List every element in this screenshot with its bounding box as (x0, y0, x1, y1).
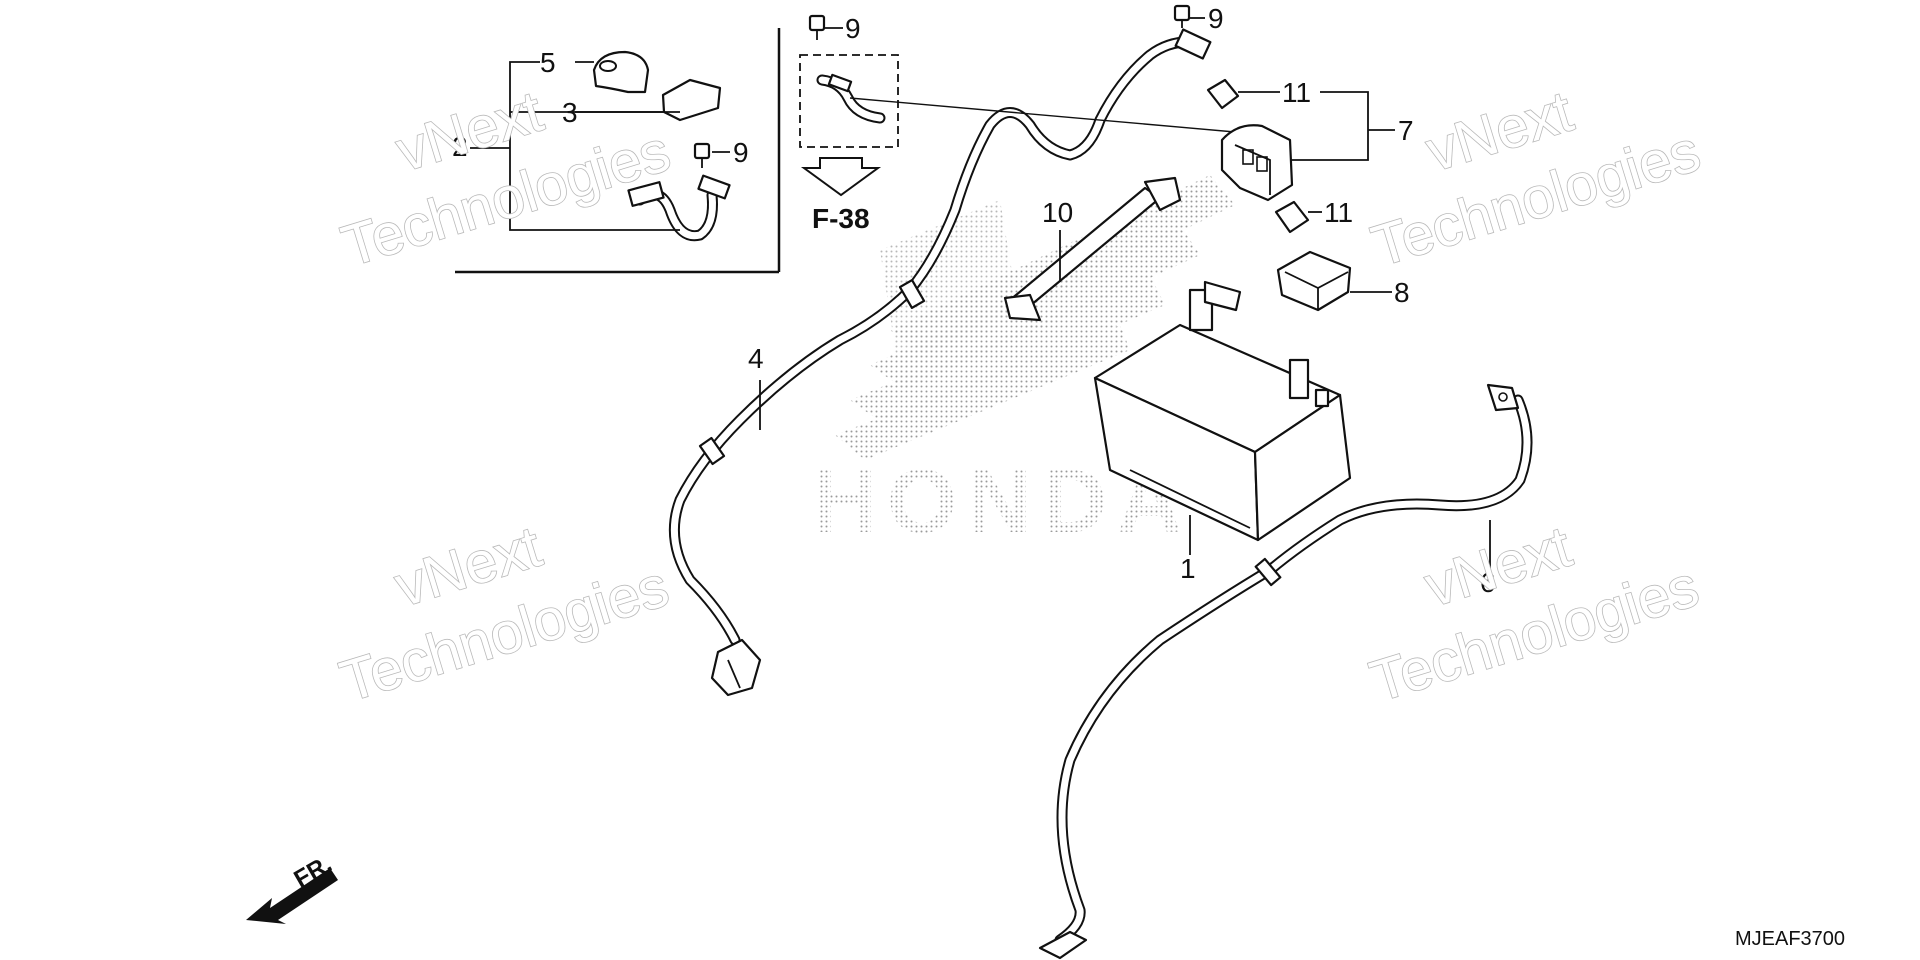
fuse-11-b-icon (1274, 200, 1310, 234)
front-label: FR. (290, 850, 337, 893)
battery-band-10 (1003, 176, 1182, 322)
relay-box-7 (1220, 124, 1294, 202)
callout-8: 8 (1394, 277, 1410, 308)
battery-1 (1093, 280, 1352, 542)
bolt-9-a-icon (808, 14, 826, 40)
callout-6: 6 (1480, 567, 1496, 598)
callout-7: 7 (1398, 115, 1414, 146)
bolt-9-b-icon (1173, 4, 1191, 28)
fuse-holder-8 (1276, 250, 1352, 312)
terminal-cap-3 (661, 78, 722, 122)
fuse-11-a-icon (1206, 78, 1240, 110)
callout-leaders (470, 17, 1491, 575)
callout-10: 10 (1042, 197, 1073, 228)
bolt-9-c-icon (693, 142, 711, 168)
callout-11-a: 11 (1282, 77, 1311, 108)
callout-2: 2 (452, 131, 468, 162)
callout-4: 4 (748, 343, 764, 374)
negative-cable-6 (1038, 383, 1533, 960)
callout-numbers: 1 2 3 4 5 6 7 8 9 9 9 10 11 11 (452, 3, 1496, 598)
callout-3: 3 (562, 97, 578, 128)
callout-1: 1 (1180, 553, 1196, 584)
inset-frame (455, 28, 781, 274)
sub-cable-2 (627, 174, 731, 242)
front-direction-marker: FR. (246, 850, 338, 924)
callout-9-a: 9 (845, 13, 861, 44)
callout-9-c: 9 (733, 137, 749, 168)
terminal-cover-5 (592, 50, 650, 94)
diagram-code: MJEAF3700 (1735, 928, 1845, 950)
callout-5: 5 (540, 47, 556, 78)
callout-9-b: 9 (1208, 3, 1224, 34)
reference-label: F-38 (812, 203, 870, 234)
callout-11-b: 11 (1324, 197, 1353, 228)
reference-detail-box: F-38 (799, 54, 899, 234)
